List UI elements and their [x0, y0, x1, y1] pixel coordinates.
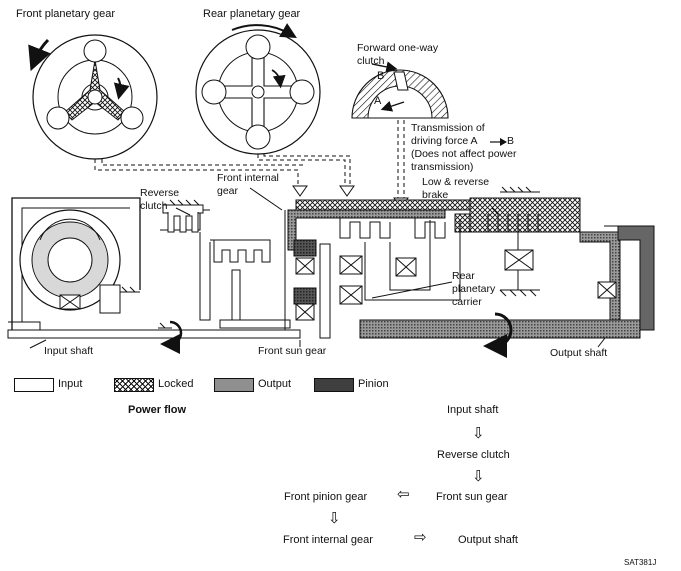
front-sun-gear-label: Front sun gear — [258, 345, 327, 357]
legend-swatch-pinion — [314, 378, 354, 392]
transmission-note: Transmission of driving force A — [411, 122, 485, 147]
power-flow-title: Power flow — [128, 404, 187, 416]
flow-step-front-internal-gear: Front internal gear — [283, 534, 373, 546]
legend-swatch-locked — [114, 378, 154, 392]
flow-step-output-shaft: Output shaft — [458, 534, 518, 546]
forward-one-way-clutch-label: Forward one-way clutch — [357, 42, 439, 67]
legend-label-input: Input — [58, 378, 83, 390]
point-b-label: B — [377, 70, 385, 82]
legend-label-output: Output — [258, 378, 292, 390]
rear-planetary-carrier-label: Rear planetary carrier — [452, 270, 496, 308]
flow-step-front-pinion-gear: Front pinion gear — [284, 491, 368, 503]
output-shaft-label: Output shaft — [550, 347, 608, 359]
rear-planetary-gear-label: Rear planetary gear — [203, 8, 301, 20]
legend-label-locked: Locked — [158, 378, 194, 390]
front-planetary-gear-label: Front planetary gear — [16, 8, 116, 20]
rear-planetary-gear-illustration — [195, 23, 321, 155]
flow-arrow-down-icon: ⇩ — [472, 425, 485, 442]
transmission-note-b: B — [507, 135, 515, 147]
flow-step-reverse-clutch: Reverse clutch — [437, 449, 510, 461]
flow-arrow-right-icon: ⇨ — [414, 529, 427, 546]
point-a-label: A — [374, 95, 382, 107]
front-internal-gear-label: Front internal gear — [217, 172, 279, 197]
transmission-arrow-icon — [490, 138, 507, 146]
reverse-clutch-label: Reverse clutch — [140, 187, 180, 212]
front-planetary-gear-illustration — [28, 34, 158, 160]
one-way-clutch-illustration — [351, 61, 449, 119]
dashed-leader-lines — [94, 120, 405, 198]
flow-arrow-down-icon: ⇩ — [472, 468, 485, 485]
reference-code: SAT381J — [624, 558, 657, 567]
flow-step-front-sun-gear: Front sun gear — [436, 491, 508, 503]
legend-swatch-input — [14, 378, 54, 392]
input-shaft-label: Input shaft — [44, 345, 94, 357]
transmission-cross-section — [7, 186, 655, 358]
legend-swatch-output — [214, 378, 254, 392]
flow-arrow-left-icon: ⇦ — [397, 486, 410, 503]
low-reverse-brake-label: Low & reverse brake — [422, 176, 490, 201]
flow-arrow-down-icon: ⇩ — [328, 510, 341, 527]
legend-label-pinion: Pinion — [358, 378, 389, 390]
flow-step-input-shaft: Input shaft — [447, 404, 499, 416]
transmission-note-detail: (Does not affect power transmission) — [411, 148, 517, 173]
